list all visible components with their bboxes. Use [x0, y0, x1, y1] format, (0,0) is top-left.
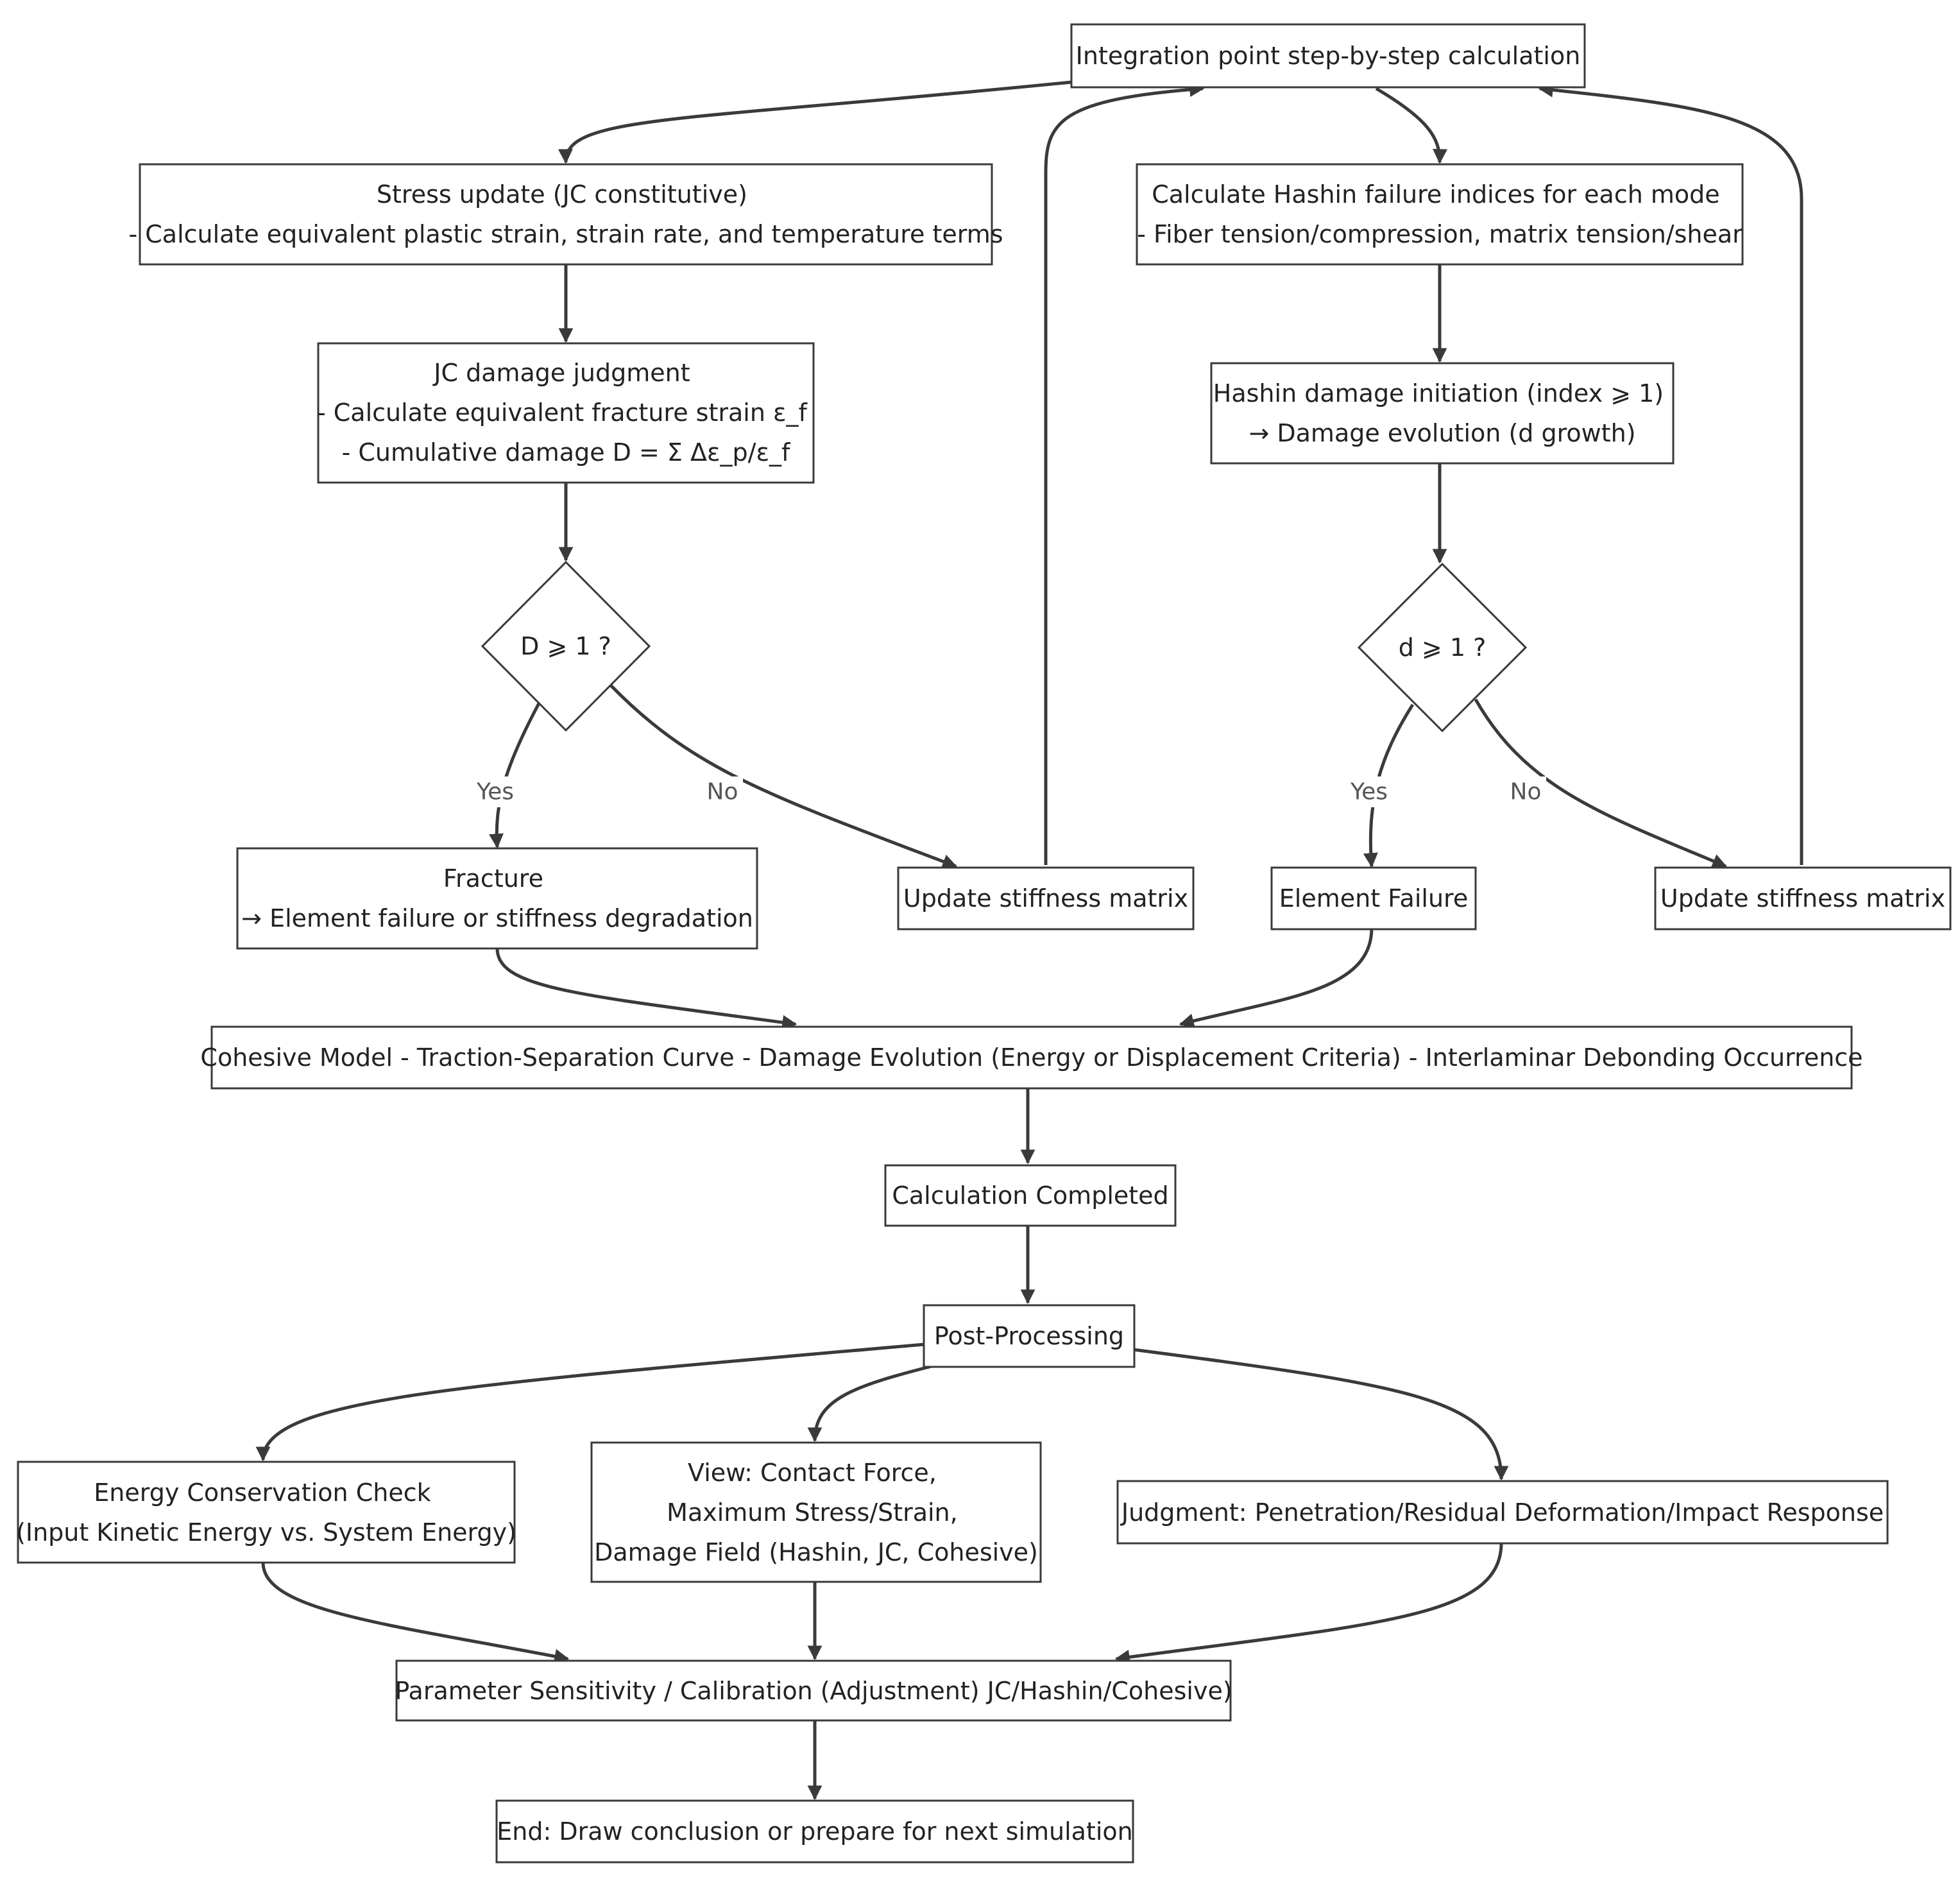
node-label-line: (Input Kinetic Energy vs. System Energy): [16, 1518, 516, 1547]
node-label-line: Integration point step-by-step calculati…: [1076, 42, 1581, 70]
node-label-line: Cohesive Model - Traction-Separation Cur…: [200, 1043, 1862, 1072]
node-label: JC damage judgment - Calculate equivalen…: [317, 350, 815, 467]
edge-post-processing-to-view: [807, 1363, 937, 1443]
node-label-line: Calculate Hashin failure indices for eac…: [1152, 180, 1719, 209]
edge-label-bg: [702, 776, 743, 807]
node-label-line: Calculation Completed: [892, 1181, 1168, 1210]
edge-label-bg: [1505, 776, 1546, 807]
node-label-line: Update stiffness matrix: [1660, 884, 1945, 913]
node-label: Cohesive Model - Traction-Separation Cur…: [200, 1043, 1862, 1072]
node-label-line: Maximum Stress/Strain,: [667, 1498, 958, 1527]
edge-decision-d-no-to-update-stiffness-right: [1474, 698, 1728, 868]
node-update-stiffness-left: Update stiffness matrix: [897, 866, 1195, 930]
edge-update-stiffness-right-to-integration: [1538, 82, 1803, 865]
node-label-line: - Calculate equivalent fracture strain ε…: [317, 399, 808, 427]
node-label-line: Element Failure: [1279, 884, 1468, 913]
node-label-line: Parameter Sensitivity / Calibration (Adj…: [395, 1677, 1232, 1705]
node-label-line: → Element failure or stiffness degradati…: [241, 904, 753, 932]
edge-element-failure-to-cohesive: [1179, 927, 1374, 1029]
node-label: Post-Processing: [934, 1322, 1124, 1350]
node-label-line: Stress update (JC constitutive): [377, 180, 747, 209]
node-hashin-initiation: Hashin damage initiation (index ⩾ 1) → D…: [1210, 362, 1675, 465]
node-label-line: Hashin damage initiation (index ⩾ 1): [1213, 379, 1664, 407]
node-label-line: View: Contact Force,: [688, 1459, 937, 1487]
node-view: View: Contact Force, Maximum Stress/Stra…: [590, 1441, 1042, 1583]
node-label-line: Fracture: [443, 864, 543, 893]
node-end: End: Draw conclusion or prepare for next…: [495, 1799, 1134, 1864]
node-label-line: Post-Processing: [934, 1322, 1124, 1350]
node-label: Update stiffness matrix: [903, 884, 1188, 913]
node-decision-d: d ⩾ 1 ?: [1357, 562, 1528, 733]
node-calc-completed: Calculation Completed: [884, 1164, 1177, 1227]
edge-label-yes-left: Yes: [476, 779, 514, 805]
node-label: View: Contact Force, Maximum Stress/Stra…: [594, 1450, 1038, 1566]
node-label-line: D ⩾ 1 ?: [520, 632, 611, 660]
node-label-line: → Damage evolution (d growth): [1248, 419, 1635, 447]
node-integration: Integration point step-by-step calculati…: [1070, 23, 1586, 89]
edge-fracture-to-cohesive: [495, 948, 797, 1030]
edge-label-no-right: No: [1510, 779, 1542, 805]
edge-decision-D-no-to-update-stiffness-left: [608, 683, 958, 869]
node-label-line: End: Draw conclusion or prepare for next…: [497, 1817, 1133, 1846]
edge-label-bg: [472, 776, 518, 807]
node-element-failure: Element Failure: [1270, 866, 1477, 930]
node-label-line: - Calculate equivalent plastic strain, s…: [128, 220, 1003, 248]
edge-labels: Yes No Yes No: [472, 776, 1546, 807]
edge-judgment-to-parameter: [1114, 1543, 1503, 1665]
node-update-stiffness-right: Update stiffness matrix: [1654, 866, 1952, 930]
node-label: Calculation Completed: [892, 1181, 1168, 1210]
node-label-line: Judgment: Penetration/Residual Deformati…: [1120, 1498, 1884, 1527]
edge-decision-D-yes-to-fracture: [489, 702, 541, 849]
node-decision-D: D ⩾ 1 ?: [481, 560, 651, 732]
node-label: Integration point step-by-step calculati…: [1076, 42, 1581, 70]
edge-integration-to-stress-update: [558, 80, 1072, 164]
node-label: d ⩾ 1 ?: [1399, 633, 1487, 662]
node-label: Energy Conservation Check (Input Kinetic…: [16, 1470, 516, 1547]
node-label: Fracture → Element failure or stiffness …: [241, 856, 753, 932]
edge-update-stiffness-left-to-integration: [1044, 82, 1205, 865]
node-stress-update: Stress update (JC constitutive) - Calcul…: [128, 163, 1003, 266]
node-label: Stress update (JC constitutive) - Calcul…: [128, 172, 1003, 248]
edge-post-processing-to-energy-check: [255, 1342, 925, 1462]
node-label: End: Draw conclusion or prepare for next…: [497, 1817, 1133, 1846]
node-label-line: Energy Conservation Check: [94, 1479, 430, 1507]
node-label-line: - Cumulative damage D = Σ Δε_p/ε_f: [342, 438, 791, 467]
node-label: Element Failure: [1279, 884, 1468, 913]
node-label-line: JC damage judgment: [432, 359, 690, 387]
node-label-line: - Fiber tension/compression, matrix tens…: [1137, 220, 1743, 248]
edge-integration-to-hashin-indices: [1375, 87, 1448, 164]
node-energy-check: Energy Conservation Check (Input Kinetic…: [16, 1461, 516, 1564]
edge-label-yes-right: Yes: [1350, 779, 1388, 805]
node-label: D ⩾ 1 ?: [520, 632, 611, 660]
edge-post-processing-to-judgment: [1132, 1348, 1509, 1481]
node-judgment: Judgment: Penetration/Residual Deformati…: [1116, 1480, 1889, 1545]
node-label-line: Damage Field (Hashin, JC, Cohesive): [594, 1538, 1038, 1566]
node-label-line: d ⩾ 1 ?: [1399, 633, 1487, 662]
edge-label-bg: [1346, 776, 1392, 807]
node-label: Update stiffness matrix: [1660, 884, 1945, 913]
node-parameter: Parameter Sensitivity / Calibration (Adj…: [395, 1659, 1232, 1722]
edges: [255, 80, 1803, 1801]
node-label: Judgment: Penetration/Residual Deformati…: [1120, 1498, 1884, 1527]
edge-label-no-left: No: [707, 779, 738, 805]
node-label: Parameter Sensitivity / Calibration (Adj…: [395, 1677, 1232, 1705]
node-fracture: Fracture → Element failure or stiffness …: [236, 847, 758, 950]
node-hashin-indices: Calculate Hashin failure indices for eac…: [1136, 163, 1744, 266]
node-label: Calculate Hashin failure indices for eac…: [1137, 172, 1743, 248]
node-jc-damage: JC damage judgment - Calculate equivalen…: [317, 342, 815, 484]
edge-energy-check-to-parameter: [261, 1562, 570, 1664]
node-label: Hashin damage initiation (index ⩾ 1) → D…: [1213, 371, 1671, 447]
node-post-processing: Post-Processing: [923, 1304, 1136, 1368]
node-cohesive: Cohesive Model - Traction-Separation Cur…: [200, 1025, 1863, 1090]
nodes: Integration point step-by-step calculati…: [16, 23, 1952, 1864]
node-label-line: Update stiffness matrix: [903, 884, 1188, 913]
